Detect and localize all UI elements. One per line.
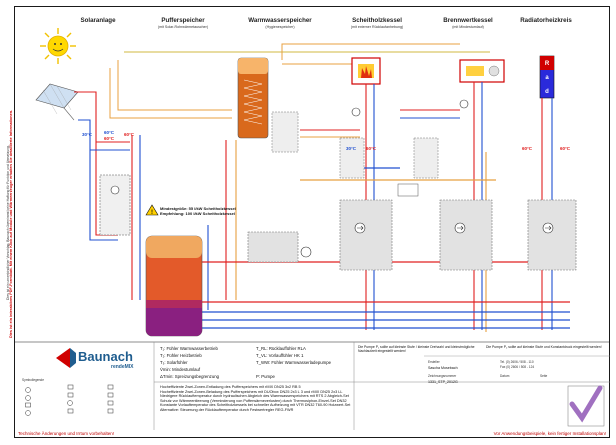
subheader-buffer: (mit Solar-Rohrwärmetauscher) — [157, 25, 209, 29]
title-block-value-1: Sascha Mosebach — [428, 366, 458, 370]
pump-icons — [300, 99, 554, 258]
legend-item-t1: T₁: Fühler Warmwasserbetrieb — [160, 346, 218, 351]
drawing-frame — [14, 6, 610, 438]
feature-note-1: Hocheffiziente Zwei-Zonen-Entladung des … — [160, 385, 301, 389]
temp-label-2: 60°C — [104, 136, 115, 141]
log-boiler-icon — [351, 57, 381, 85]
temperature-labels: 60°C 60°C 60°C 30°C 30°C 60°C 60°C 60°C — [82, 130, 571, 151]
warning-line-2: Empfehlung: 100 l/kW Scheitholzkessel — [160, 211, 235, 216]
condensing-boiler-icon — [459, 59, 505, 83]
temp-label-8: 60°C — [560, 146, 571, 151]
pump-arrows — [357, 225, 552, 231]
title-block-label-3: Datum — [500, 374, 510, 378]
pump-note-p1: Die Pumpe P₁ sollte auf kleinste Stufe /… — [358, 345, 475, 353]
temp-label-1: 60°C — [104, 130, 115, 135]
legend-item-tww: T_WW: Fühler Warmwasserladepumpe — [256, 360, 331, 365]
feature-notes: Hocheffiziente Zwei-Zonen-Entladung des … — [160, 385, 564, 413]
title-block-value-2: 1331_STP_2012G — [428, 380, 458, 384]
header-buffer: Pufferspeicher — [161, 17, 205, 24]
footer-disclaimer-right: Vor Anwendungsbeispiele, kein fertiger I… — [493, 431, 606, 436]
footer-disclaimer-left: Technische Änderungen und Irrtum vorbeha… — [18, 431, 115, 436]
approval-check-icon — [567, 385, 605, 427]
radiator-icon: R a d — [539, 55, 555, 99]
upper-pipe-network — [109, 43, 490, 138]
buffer-size-warning: Mindestgröße: 55 l/kW Scheitholzkessel E… — [160, 206, 236, 216]
legend-item-dtmin: ΔTmin: Spreizungsbegrenzung — [160, 374, 220, 379]
temp-label-3: 60°C — [124, 132, 135, 137]
temp-label-5: 30°C — [346, 146, 357, 151]
header-solar: Solaranlage — [80, 17, 116, 24]
symbol-legend-icons — [25, 384, 114, 416]
hot-water-tank — [237, 57, 269, 139]
temp-label-6: 60°C — [366, 146, 377, 151]
subheader-hot-water-tank: (Hygienespeicher) — [265, 25, 295, 29]
solar-collector — [35, 83, 79, 121]
feature-note-6: Alternative: Steuerung der Rücklauftempe… — [160, 407, 294, 412]
subheader-condensing-boiler: (mit Mindestumlauf) — [452, 25, 484, 29]
hot-water-module — [271, 111, 299, 153]
radiator-letter-a: a — [545, 75, 549, 81]
feature-note-3: Niedrigere Rücklauftemperatur durch hydr… — [160, 394, 349, 399]
feature-note-4: Schutz vor Wärmeentleerung (Verminderung… — [160, 398, 347, 403]
pump-note-p2: Die Pumpe P₂ sollte auf kleinste Stufe u… — [486, 345, 602, 349]
legend-item-t3: T₃: Solarfühler — [160, 360, 188, 365]
svg-text:!: ! — [151, 210, 153, 216]
title-block-value-3: Seite — [540, 374, 548, 378]
temp-label-4: 30°C — [82, 132, 93, 137]
solar-station — [99, 174, 131, 236]
legend-item-t2: T₂: Fühler Heizbetrieb — [160, 353, 202, 358]
brand-name: Baunach — [78, 349, 133, 364]
baunach-logo-icon — [56, 348, 76, 368]
sun-icon — [40, 28, 76, 64]
header-hot-water-tank: Warmwasserspeicher — [248, 17, 312, 24]
radiator-letter-d: d — [545, 89, 549, 95]
temp-label-7: 60°C — [522, 146, 533, 151]
symbol-legend-title: Symbollegende — [22, 378, 44, 382]
legend-item-pump: P: Pumpe — [256, 374, 275, 379]
header-log-boiler: Scheitholzkessel — [352, 17, 402, 24]
legend-item-tvl: T_VL: Vorlauffühler HK 1 — [256, 353, 304, 358]
legend-item-trl: T_RL: Rücklauffühler RLA — [256, 346, 306, 351]
title-block-contact-1: Tel. (0) 2606 / 508 - 110 — [500, 360, 534, 364]
solar-pump-icon — [110, 185, 120, 195]
legend-item-vmin: V̇min: Mindestumlauf — [160, 367, 201, 372]
header-radiator-circuit: Radiatorheizkreis — [520, 17, 572, 24]
header-condensing-boiler: Brennwertkessel — [443, 17, 493, 24]
warning-line-1: Mindestgröße: 55 l/kW Scheitholzkessel — [160, 206, 236, 211]
subheader-log-boiler: (mit externer Rücklaufanhebung) — [350, 25, 404, 29]
title-block-label-2: Zeichnungsnummer — [428, 374, 457, 378]
buffer-tank — [145, 235, 203, 337]
radiator-letter-r: R — [545, 61, 550, 67]
feature-note-5: Konstante Vorlauftemperatur des Scheitho… — [160, 403, 351, 408]
title-block-label-1: Ersteller — [428, 360, 440, 364]
brand-sub: rendeMIX — [111, 364, 134, 370]
feature-note-2: Hocheffiziente Zwei-Zonen-Beladung des P… — [160, 389, 343, 394]
warning-icon: ! — [145, 204, 159, 216]
module-blocks — [247, 137, 577, 271]
title-block-contact-2: Fax (0) 2606 / 508 - 124 — [500, 365, 535, 369]
